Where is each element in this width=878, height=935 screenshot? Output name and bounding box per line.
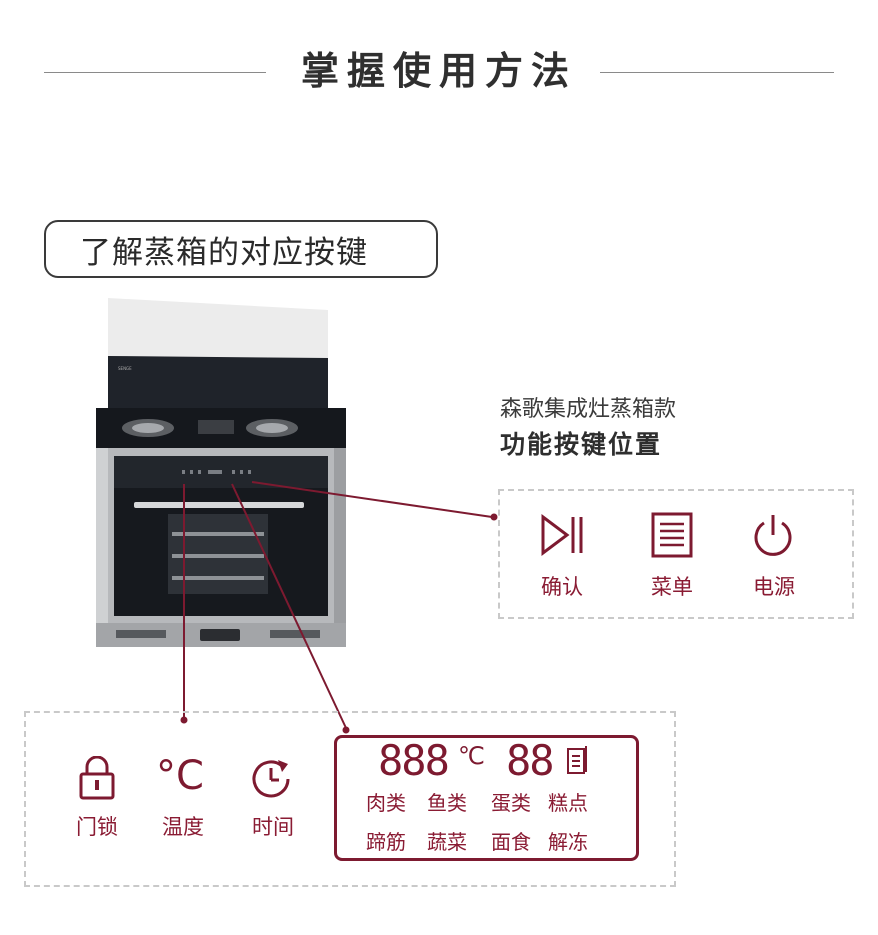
temperature-digits: 888 — [378, 736, 450, 785]
timer-button[interactable] — [248, 756, 294, 802]
lock-icon — [79, 756, 115, 800]
menu-button[interactable] — [650, 511, 694, 559]
door-lock-button[interactable] — [78, 756, 116, 800]
right-button-box — [498, 489, 854, 619]
connector-right-dot — [490, 513, 498, 521]
menu-item: 鱼类 — [427, 791, 467, 815]
confirm-label: 确认 — [541, 575, 583, 599]
menu-item: 蹄筋 — [366, 830, 406, 854]
menu-item: 解冻 — [548, 830, 588, 854]
menu-item: 蔬菜 — [427, 830, 467, 854]
door-lock-label: 门锁 — [76, 815, 118, 839]
celsius-icon: °C — [156, 753, 204, 799]
temperature-label: 温度 — [162, 815, 204, 839]
power-label: 电源 — [753, 575, 795, 599]
product-title: 森歌集成灶蒸箱款 — [500, 397, 677, 422]
page-title: 掌握使用方法 — [300, 49, 577, 93]
section-pill: 了解蒸箱的对应按键 — [44, 220, 438, 278]
section-pill-label: 了解蒸箱的对应按键 — [80, 234, 368, 271]
cooktop-steamer-image: SENGE — [96, 298, 346, 647]
power-icon — [754, 515, 792, 556]
product-subtitle: 功能按键位置 — [500, 430, 663, 459]
power-button[interactable] — [750, 513, 796, 559]
confirm-button[interactable] — [537, 513, 587, 559]
menu-item: 面食 — [491, 830, 531, 854]
timer-label: 时间 — [252, 815, 294, 839]
display-panel — [334, 735, 639, 861]
menu-item: 糕点 — [548, 791, 588, 815]
temperature-unit: ℃ — [458, 742, 485, 770]
bottom-button-box — [24, 711, 676, 887]
timer-icon — [252, 760, 290, 798]
menu-item: 蛋类 — [491, 791, 531, 815]
svg-text:SENGE: SENGE — [118, 366, 132, 371]
menu-label: 菜单 — [651, 575, 693, 599]
temperature-button[interactable]: °C — [156, 752, 212, 800]
time-digits: 88 — [506, 736, 555, 785]
play-pause-icon — [541, 514, 583, 556]
menu-item: 肉类 — [366, 791, 406, 815]
display-menu-icon — [567, 746, 587, 774]
menu-list-icon — [651, 512, 693, 558]
header-line-right — [600, 72, 834, 73]
header-line-left — [44, 72, 266, 73]
